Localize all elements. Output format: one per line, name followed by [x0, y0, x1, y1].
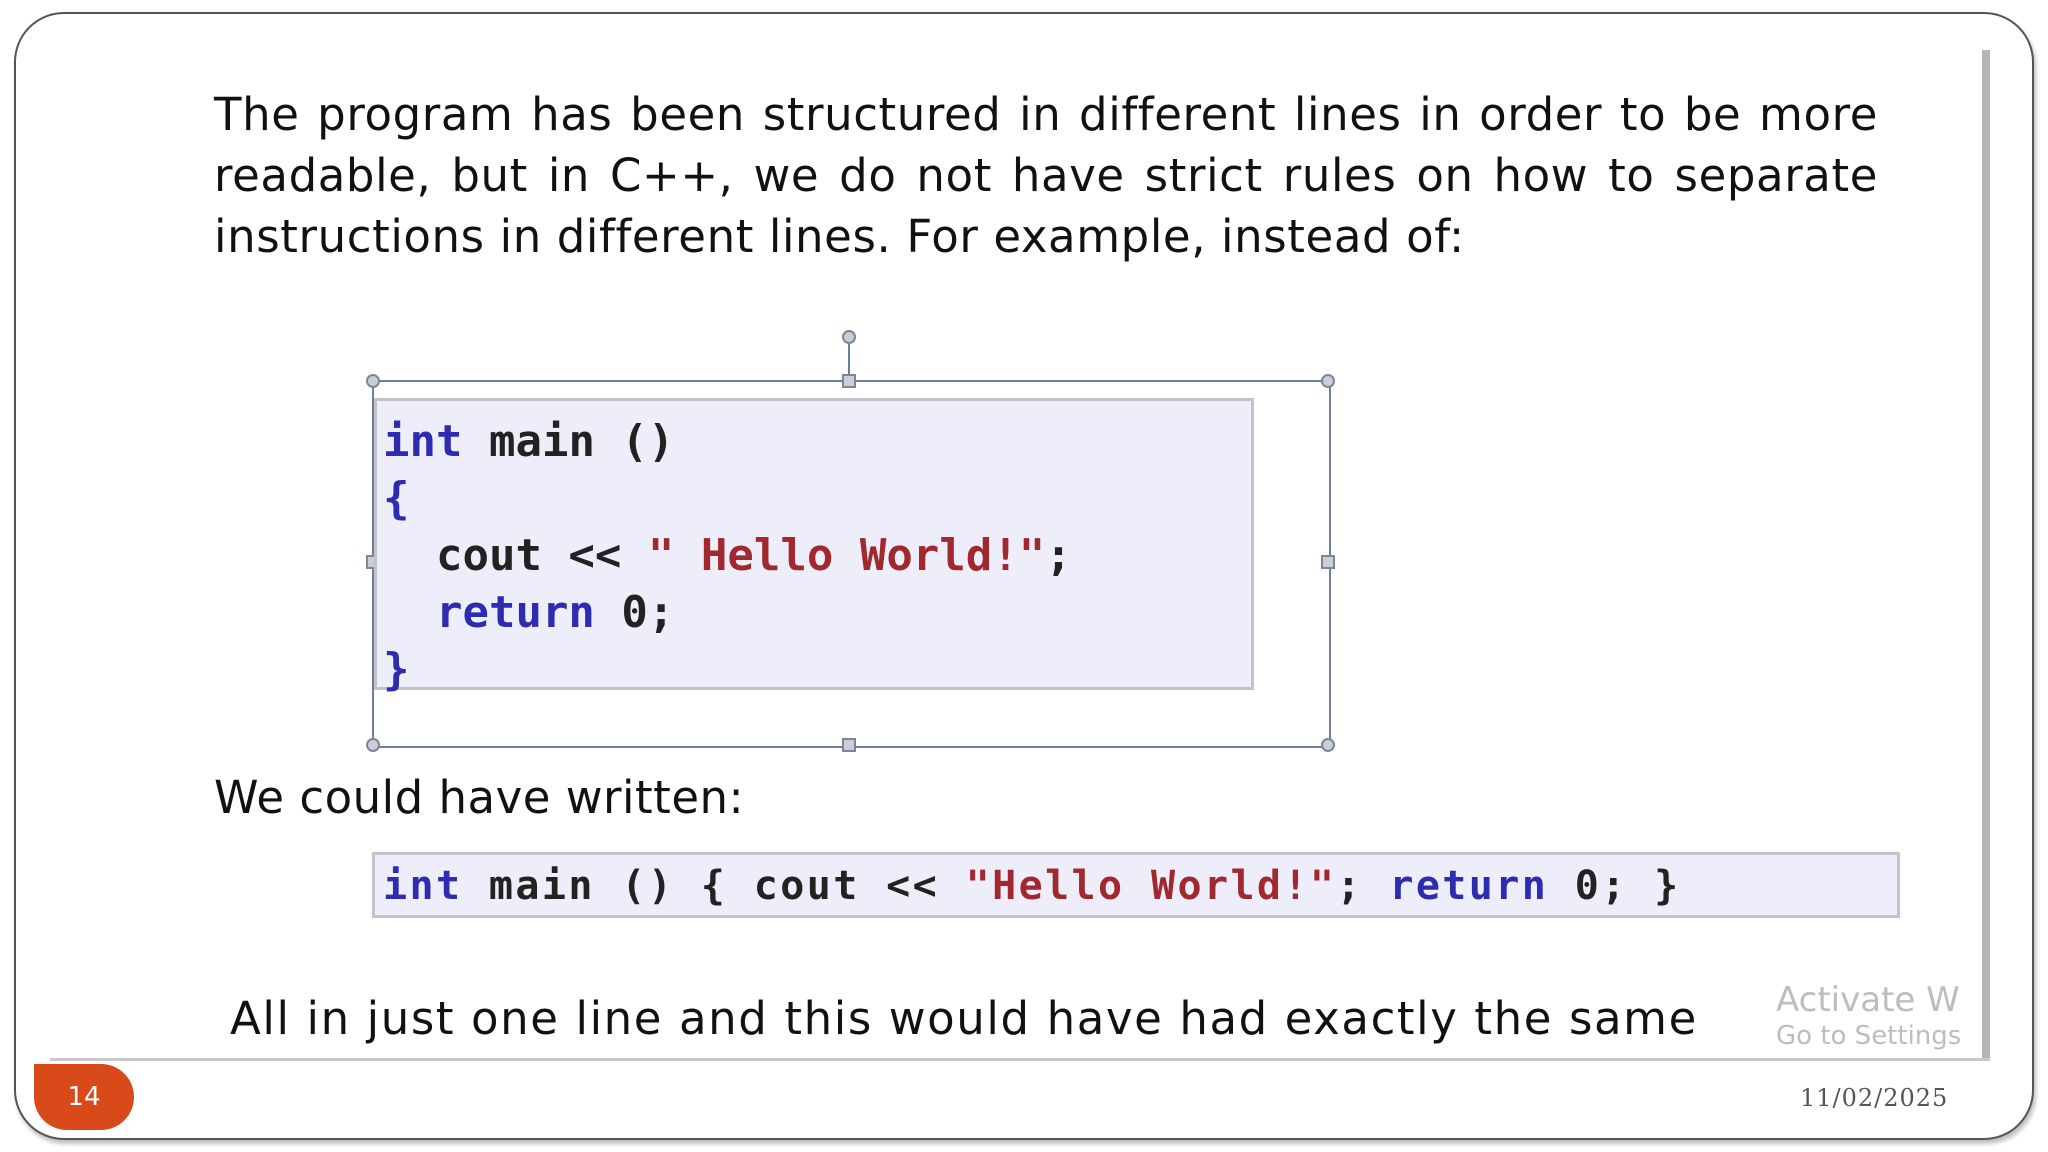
right-border-rule: [1982, 50, 1990, 1060]
resize-handle-top[interactable]: [842, 374, 856, 388]
oneline-return-end: 0; }: [1548, 863, 1681, 909]
oneline-string-literal: "Hello World!": [965, 863, 1337, 909]
code-line-4: return 0;: [383, 588, 674, 638]
code-keyword-return: return: [383, 587, 595, 638]
rotate-handle-stem: [848, 344, 850, 380]
footer-date: 11/02/2025: [1800, 1084, 1949, 1112]
resize-handle-bottom-right[interactable]: [1321, 738, 1335, 752]
rotate-handle[interactable]: [842, 330, 856, 344]
activation-watermark: Activate W Go to Settings: [1776, 980, 1961, 1052]
resize-handle-bottom[interactable]: [842, 738, 856, 752]
code-string-literal: " Hello World!": [647, 530, 1046, 581]
resize-handle-right[interactable]: [1321, 555, 1335, 569]
resize-handle-top-left[interactable]: [366, 374, 380, 388]
oneline-semicolon: ;: [1336, 863, 1390, 909]
code-semicolon: ;: [1045, 530, 1072, 581]
slide: The program has been structured in diffe…: [14, 12, 2034, 1140]
resize-handle-top-right[interactable]: [1321, 374, 1335, 388]
code-main-decl: main (): [462, 416, 675, 467]
code-close-brace: }: [383, 644, 410, 695]
watermark-line-2: Go to Settings: [1776, 1021, 1962, 1051]
oneline-code-text: int main () { cout << "Hello World!"; re…: [383, 861, 1681, 911]
code-cout: cout <<: [383, 530, 648, 581]
code-open-brace: {: [383, 473, 410, 524]
code-return-value: 0;: [594, 587, 675, 638]
code-line-1: int main (): [383, 417, 674, 467]
code-line-5: }: [383, 645, 410, 695]
oneline-keyword-return: return: [1389, 863, 1549, 909]
code-line-3: cout << " Hello World!";: [383, 531, 1072, 581]
oneline-keyword-int: int: [383, 863, 463, 909]
footer-divider: [50, 1058, 1990, 1061]
page-number-badge: 14: [34, 1064, 134, 1130]
resize-handle-bottom-left[interactable]: [366, 738, 380, 752]
oneline-main-cout: main () { cout <<: [462, 863, 966, 909]
watermark-line-1: Activate W: [1776, 980, 1960, 1020]
code-keyword-int: int: [383, 416, 463, 467]
summary-line: All in just one line and this would have…: [230, 992, 1698, 1045]
label-we-could-have-written: We could have written:: [214, 771, 745, 824]
body-paragraph: The program has been structured in diffe…: [214, 88, 1878, 263]
code-line-2: {: [383, 474, 410, 524]
code-image-oneline[interactable]: int main () { cout << "Hello World!"; re…: [372, 852, 1900, 918]
code-image-multiline[interactable]: int main () { cout << " Hello World!"; r…: [374, 398, 1254, 695]
